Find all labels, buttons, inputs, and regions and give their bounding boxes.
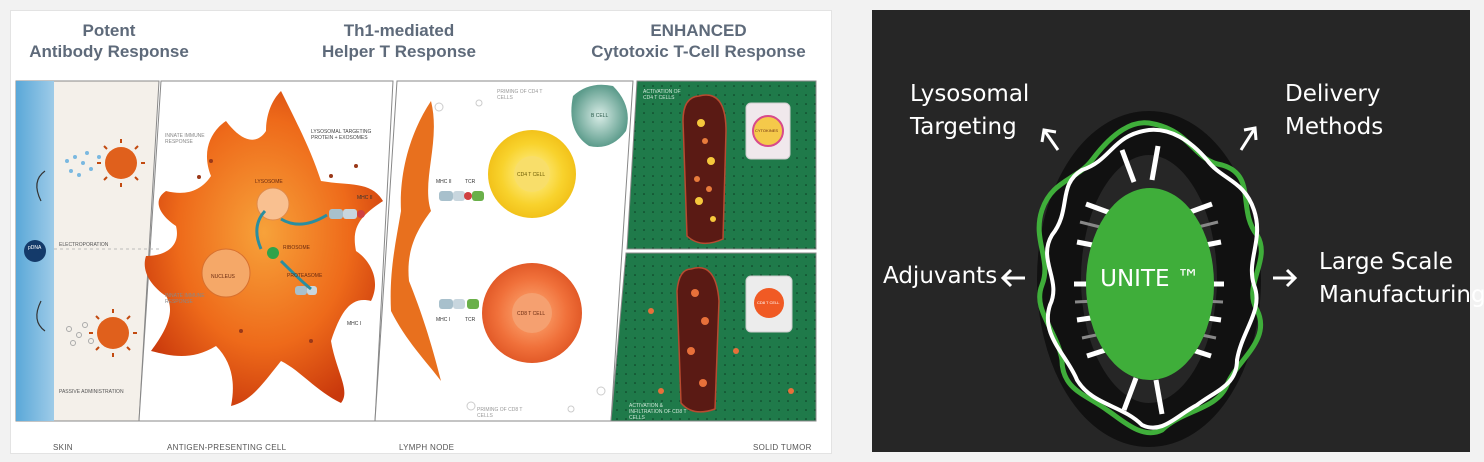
activation-cd4-label: ACTIVATION OF CD4 T CELLS (643, 89, 681, 101)
lysosome-label: LYSOSOME (255, 179, 283, 185)
lysosomal-targeting-text: Lysosomal Targeting (910, 78, 1029, 144)
header-cytotoxic: ENHANCED Cytotoxic T-Cell Response (581, 20, 816, 62)
footer-lymph-node: LYMPH NODE (399, 443, 455, 452)
largescale-line2: Manufacturing (1319, 282, 1484, 308)
proteasome-label: PROTEASOME (287, 273, 323, 279)
header-antibody: Potent Antibody Response (19, 20, 199, 62)
adaptive-response-label: INNATE IMMUNE RESPONSE (165, 293, 205, 305)
cd8-label: CD8 T CELL (517, 311, 546, 317)
unite-core (1086, 188, 1214, 380)
apc-edge (390, 101, 441, 381)
arrow-delivery (1239, 126, 1258, 151)
diagram-illustration (15, 80, 817, 422)
blood-vessel-top (682, 94, 727, 245)
lysosomal-targeting-label: LYSOSOMAL TARGETING PROTEIN + EXOSOMES (311, 129, 372, 141)
adjuvants-text: Adjuvants (883, 263, 998, 289)
cytokines-label: CYTOKINES (755, 128, 779, 133)
unite-graphic (1000, 111, 1298, 447)
virus-bottom (89, 309, 137, 357)
tcr2-label: TCR (465, 317, 476, 323)
virus-top (97, 139, 145, 187)
tcr1-label: TCR (465, 179, 476, 185)
footer-apc: ANTIGEN-PRESENTING CELL (167, 443, 287, 452)
unite-label: UNITE ™ (1100, 266, 1200, 292)
mhc1-label: MHC I (347, 321, 362, 327)
tumor-cell-label: CD8 T CELL (757, 300, 780, 305)
innate-response-label: INNATE IMMUNE RESPONSE (165, 133, 205, 145)
arrow-adjuvants (1000, 268, 1025, 288)
immune-response-diagram: Potent Antibody Response Th1-mediated He… (10, 10, 832, 454)
dna-icon (24, 240, 46, 262)
unite-diagram: UNITE ™ Lysosomal Targeting Delivery Met… (872, 10, 1484, 452)
arrow-lysosomal (1040, 128, 1060, 151)
mhc2-tcr-complex (439, 191, 484, 201)
mhc2b-label: MHC II (436, 179, 452, 185)
mhc2-receptor (329, 209, 365, 219)
b-cell-label: B CELL (591, 113, 609, 119)
largescale-line1: Large Scale (1319, 249, 1453, 275)
antigen-presenting-cell (144, 91, 383, 406)
dna-strand-white (1045, 127, 1260, 430)
arrow-large-scale (1273, 268, 1298, 288)
header-antibody-line1: Potent (82, 21, 136, 40)
cd4-label: CD4 T CELL (517, 172, 546, 178)
ribosome-label: RIBOSOME (283, 245, 310, 251)
header-cytotoxic-line1: ENHANCED (650, 21, 747, 40)
ribosome (267, 247, 279, 259)
mhc2-label: MHC II (357, 195, 373, 201)
dna-ring-base (1037, 111, 1261, 447)
mhc1b-label: MHC I (436, 317, 451, 323)
delivery-methods-text: Delivery Methods (1285, 78, 1383, 144)
electroporation-label: ELECTROPORATION (59, 242, 109, 248)
header-helper-t: Th1-mediated Helper T Response (299, 20, 499, 62)
dna-label: pDNA (28, 245, 42, 251)
lysosomal-line2: Targeting (910, 114, 1017, 140)
header-helper-t-line1: Th1-mediated (343, 21, 455, 40)
nucleus (201, 248, 251, 298)
header-antibody-line2: Antibody Response (29, 42, 189, 61)
nucleus-label: NUCLEUS (211, 274, 235, 280)
blood-vessel-bottom (676, 267, 720, 413)
large-scale-text: Large Scale Manufacturing (1319, 246, 1484, 312)
mhc1-tcr-complex (439, 299, 479, 309)
footer-solid-tumor: SOLID TUMOR (753, 443, 812, 452)
b-cell (571, 84, 628, 147)
mhc1-receptor (295, 286, 317, 295)
activation-cd8-label: ACTIVATION & INFILTRATION OF CD8 T CELLS (629, 403, 687, 421)
delivery-line2: Methods (1285, 114, 1384, 140)
footer-skin: SKIN (53, 443, 73, 452)
header-helper-t-line2: Helper T Response (322, 42, 476, 61)
priming-cd8-label: PRIMING OF CD8 T CELLS (477, 407, 523, 419)
passive-administration-label: PASSIVE ADMINISTRATION (59, 389, 124, 395)
dna-strand-green (1036, 120, 1264, 436)
header-cytotoxic-line2: Cytotoxic T-Cell Response (591, 42, 806, 61)
delivery-line1: Delivery (1285, 81, 1381, 107)
lysosomal-line1: Lysosomal (910, 81, 1030, 107)
priming-cd4-label: PRIMING OF CD4 T CELLS (497, 89, 543, 101)
